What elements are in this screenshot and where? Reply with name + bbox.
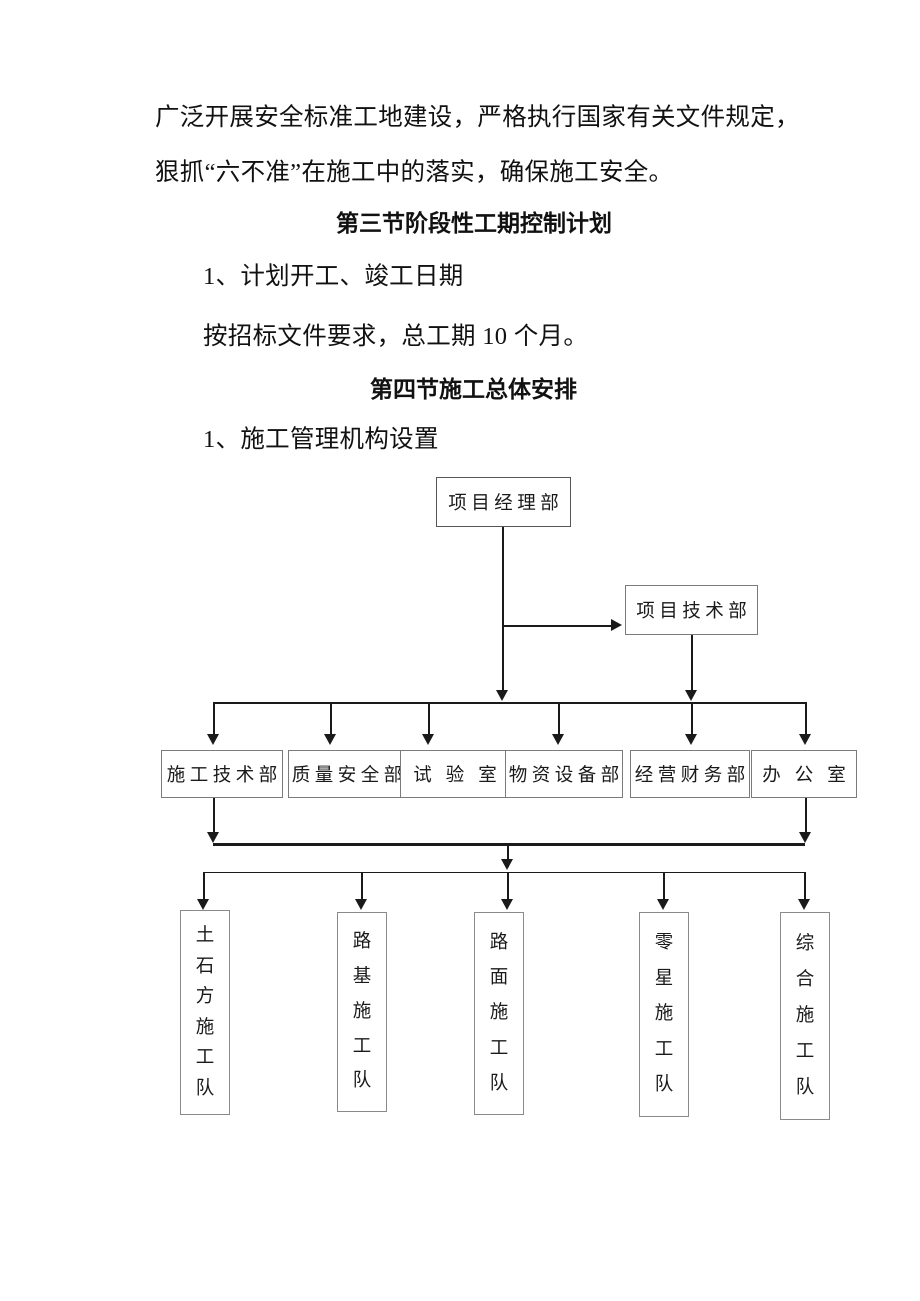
node-char: 路 bbox=[489, 932, 509, 953]
node-char: 施 bbox=[795, 1005, 815, 1026]
node-char: 工 bbox=[195, 1048, 215, 1068]
node-subgrade-team: 路 基 施 工 队 bbox=[337, 912, 387, 1112]
node-char: 队 bbox=[195, 1078, 215, 1099]
arrowhead-dept-3 bbox=[421, 734, 434, 745]
paragraph-1: 广泛开展安全标准工地建设，严格执行国家有关文件规定， bbox=[155, 104, 800, 131]
arrowhead-team-2 bbox=[354, 899, 367, 910]
node-char: 工 bbox=[654, 1039, 674, 1060]
dropper-team-2 bbox=[361, 872, 363, 904]
arrowhead-dept-1-collector bbox=[206, 832, 219, 843]
paragraph-3: 1、计划开工、竣工日期 bbox=[203, 263, 464, 290]
node-char: 面 bbox=[489, 968, 509, 988]
node-label-testing-lab: 试验室 bbox=[413, 766, 511, 786]
node-project-technical-dept: 项目技术部 bbox=[625, 585, 758, 635]
node-materials-equipment-dept: 物资设备部 bbox=[505, 750, 623, 798]
node-char: 综 bbox=[795, 933, 815, 954]
node-char: 施 bbox=[352, 1001, 372, 1022]
node-char: 路 bbox=[352, 932, 372, 953]
node-quality-safety-dept: 质量安全部 bbox=[288, 750, 406, 798]
arrowhead-dept-2 bbox=[323, 734, 336, 745]
node-char: 零 bbox=[654, 933, 674, 954]
paragraph-4: 按招标文件要求，总工期 10 个月。 bbox=[203, 323, 589, 350]
edge-collector-to-distribution bbox=[507, 843, 509, 867]
paragraph-2: 狠抓“六不准”在施工中的落实，确保施工安全。 bbox=[155, 159, 674, 186]
node-label-construction-technical-dept: 施工技术部 bbox=[166, 766, 282, 786]
node-label-project-manager-dept: 项目经理部 bbox=[448, 494, 564, 514]
bus-collector bbox=[213, 843, 805, 846]
node-char: 队 bbox=[352, 1071, 372, 1092]
arrowhead-dept-6-collector bbox=[798, 832, 811, 843]
arrowhead-team-5 bbox=[797, 899, 810, 910]
node-char: 工 bbox=[352, 1036, 372, 1057]
node-comprehensive-team: 综 合 施 工 队 bbox=[780, 912, 830, 1120]
edge-dept-1-to-collector bbox=[213, 798, 215, 838]
dropper-team-4 bbox=[663, 872, 665, 904]
dropper-dept-6 bbox=[805, 702, 807, 740]
node-char: 施 bbox=[489, 1003, 509, 1024]
node-project-manager-dept: 项目经理部 bbox=[436, 477, 571, 527]
section-heading-4: 第四节施工总体安排 bbox=[370, 377, 577, 403]
node-office: 办公室 bbox=[751, 750, 857, 798]
edge-manager-to-technical bbox=[502, 625, 612, 627]
node-label-operations-finance-dept: 经营财务部 bbox=[634, 766, 750, 786]
arrowhead-collector-to-distribution bbox=[500, 859, 513, 870]
edge-dept-6-to-collector bbox=[805, 798, 807, 838]
node-char: 队 bbox=[795, 1077, 815, 1098]
node-char: 星 bbox=[654, 968, 674, 989]
edge-technical-trunk bbox=[691, 635, 693, 695]
node-char: 土 bbox=[195, 926, 215, 946]
node-construction-technical-dept: 施工技术部 bbox=[161, 750, 283, 798]
node-char: 队 bbox=[489, 1073, 509, 1094]
node-operations-finance-dept: 经营财务部 bbox=[630, 750, 750, 798]
paragraph-5: 1、施工管理机构设置 bbox=[203, 426, 439, 453]
arrowhead-technical-to-bus bbox=[684, 690, 697, 701]
arrowhead-manager-to-bus bbox=[495, 690, 508, 701]
arrowhead-dept-6 bbox=[798, 734, 811, 745]
node-char: 合 bbox=[795, 969, 815, 990]
dropper-dept-4 bbox=[558, 702, 560, 740]
dropper-dept-1 bbox=[213, 702, 215, 740]
arrowhead-team-3 bbox=[500, 899, 513, 910]
node-label-materials-equipment-dept: 物资设备部 bbox=[508, 766, 624, 786]
node-label-project-technical-dept: 项目技术部 bbox=[636, 602, 752, 622]
bus-level-3 bbox=[213, 702, 805, 704]
node-char: 石 bbox=[195, 956, 215, 977]
dropper-team-5 bbox=[804, 872, 806, 904]
node-char: 方 bbox=[195, 987, 215, 1007]
node-pavement-team: 路 面 施 工 队 bbox=[474, 912, 524, 1115]
bus-distribution bbox=[203, 872, 804, 873]
node-char: 施 bbox=[654, 1004, 674, 1025]
node-char: 基 bbox=[352, 967, 372, 987]
node-char: 工 bbox=[795, 1041, 815, 1062]
node-sundry-team: 零 星 施 工 队 bbox=[639, 912, 689, 1117]
node-label-quality-safety-dept: 质量安全部 bbox=[291, 766, 407, 786]
node-earthwork-team: 土 石 方 施 工 队 bbox=[180, 910, 230, 1115]
dropper-dept-2 bbox=[330, 702, 332, 740]
section-heading-3: 第三节阶段性工期控制计划 bbox=[336, 211, 612, 237]
dropper-dept-3 bbox=[428, 702, 430, 740]
edge-manager-trunk bbox=[502, 527, 504, 695]
node-char: 工 bbox=[489, 1038, 509, 1059]
arrowhead-dept-1 bbox=[206, 734, 219, 745]
node-char: 施 bbox=[195, 1017, 215, 1038]
node-testing-lab: 试验室 bbox=[400, 750, 510, 798]
node-char: 队 bbox=[654, 1075, 674, 1096]
dropper-team-3 bbox=[507, 872, 509, 904]
arrowhead-manager-to-technical bbox=[611, 619, 622, 631]
node-label-office: 办公室 bbox=[762, 766, 860, 786]
arrowhead-dept-5 bbox=[684, 734, 697, 745]
arrowhead-team-4 bbox=[656, 899, 669, 910]
dropper-team-1 bbox=[203, 872, 205, 904]
dropper-dept-5 bbox=[691, 702, 693, 740]
arrowhead-dept-4 bbox=[551, 734, 564, 745]
arrowhead-team-1 bbox=[196, 899, 209, 910]
